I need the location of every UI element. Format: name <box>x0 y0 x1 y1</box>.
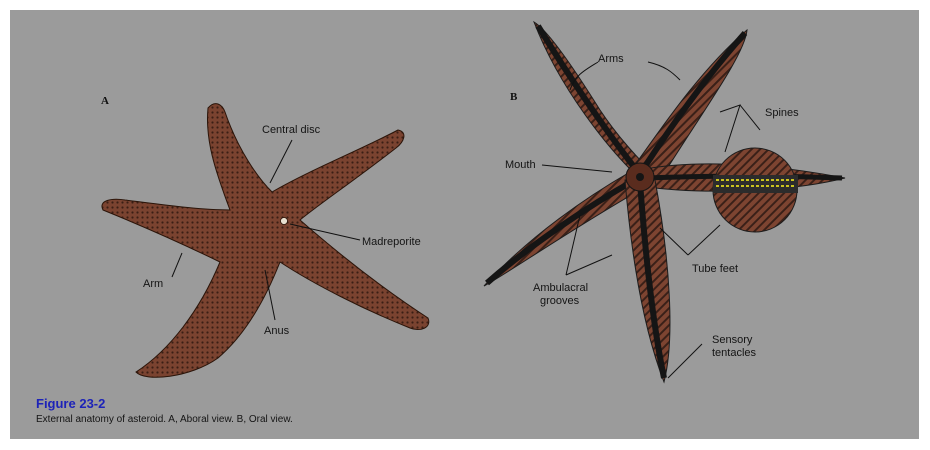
anus-label: Anus <box>264 325 290 337</box>
arms-leader <box>570 62 680 90</box>
spines-label: Spines <box>765 107 799 119</box>
mouth-opening <box>636 173 644 181</box>
panel-a-letter: A <box>101 95 109 107</box>
tube-feet-leader <box>660 225 720 255</box>
spines-leader <box>720 105 760 152</box>
sensory-label-line1: Sensory <box>712 334 753 346</box>
spines-inset <box>713 148 798 232</box>
ambulacral-label-line1: Ambulacral <box>533 282 588 294</box>
arm-leader <box>172 253 182 277</box>
arms-label: Arms <box>598 53 624 65</box>
figure-title: Figure 23-2 <box>36 396 105 411</box>
panel-b-letter: B <box>510 91 518 103</box>
figure-caption: External anatomy of asteroid. A, Aboral … <box>36 414 293 425</box>
mouth-label: Mouth <box>505 159 536 171</box>
ambulacral-label-line2: grooves <box>540 295 580 307</box>
sensory-label-line2: tentacles <box>712 347 757 359</box>
central-disc-label: Central disc <box>262 124 321 136</box>
central-disc-leader <box>270 140 292 183</box>
arm-label: Arm <box>143 278 163 290</box>
mouth-leader <box>542 165 612 172</box>
madreporite-label: Madreporite <box>362 236 421 248</box>
madreporite-plate <box>281 218 288 225</box>
sensory-leader <box>668 344 702 378</box>
tube-feet-label: Tube feet <box>692 263 738 275</box>
